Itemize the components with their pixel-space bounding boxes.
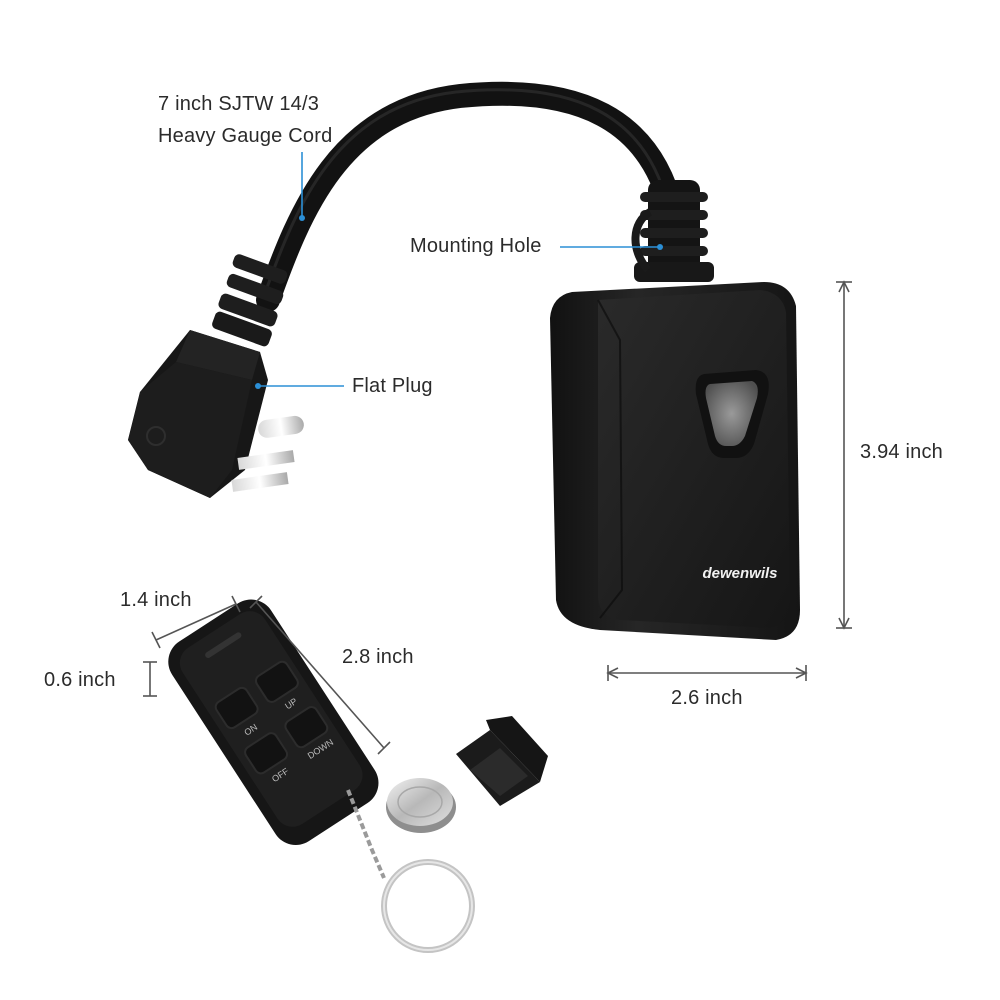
callout-lines: [255, 152, 663, 389]
brand-logo: dewenwils: [702, 565, 777, 582]
remote-depth-label: 0.6 inch: [44, 669, 116, 691]
keychain: [346, 789, 475, 953]
mounting-hole: [631, 208, 653, 273]
outlet-body: dewenwils: [550, 282, 800, 640]
remote-control: ON UP OFF DOWN: [168, 599, 379, 846]
blade-prong-1: [237, 450, 295, 470]
cord-label-line1: 7 inch SJTW 14/3: [158, 93, 320, 115]
coin-battery: [386, 778, 456, 833]
mounting-hole-label: Mounting Hole: [410, 235, 542, 257]
flat-plug-label: Flat Plug: [352, 375, 433, 397]
cord-label-line2: Heavy Gauge Cord: [158, 125, 333, 147]
width-dimension-label: 2.6 inch: [671, 687, 743, 709]
strain-relief-outlet: [634, 180, 714, 282]
remote-length-label: 2.8 inch: [342, 646, 414, 668]
blade-prong-2: [231, 472, 289, 492]
cord-label: 7 inch SJTW 14/3 Heavy Gauge Cord: [158, 88, 332, 152]
height-dimension-label: 3.94 inch: [860, 441, 943, 463]
led-indicator: [695, 370, 769, 458]
strain-relief-plug: [212, 254, 288, 347]
flat-plug: [128, 330, 304, 498]
ground-prong: [258, 415, 304, 438]
remote-width-label: 1.4 inch: [120, 589, 192, 611]
dimension-lines: [143, 280, 852, 755]
outlet-cover-clip: [456, 716, 548, 806]
